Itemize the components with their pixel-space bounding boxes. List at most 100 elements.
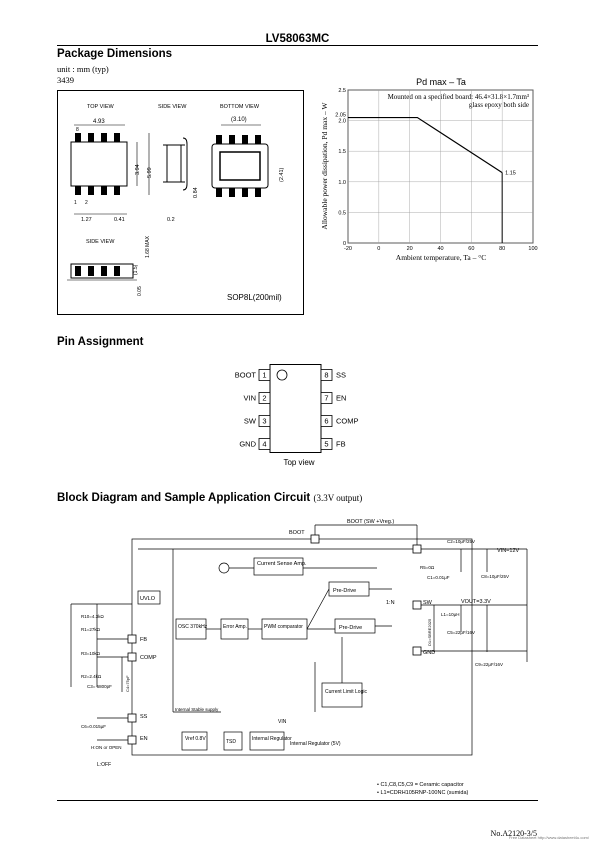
bd-c8: C8=10μF/25V [481, 574, 509, 579]
x-tick-label: -20 [344, 246, 352, 252]
x-tick-label: 100 [528, 246, 537, 252]
bd-predrive2: Pre-Drive [339, 625, 362, 631]
bd-hion: H:ON or OPEN [91, 745, 122, 750]
dim-0-84: 0.84 [193, 187, 199, 198]
bd-gnd: GND [423, 650, 435, 656]
bd-ss: SS [140, 714, 148, 720]
pin8-mark: 8 [76, 127, 79, 133]
bd-r2: R2=2.4kΩ [81, 674, 102, 679]
bd-r3: R3=10kΩ [81, 651, 101, 656]
dim-0-2: 0.2 [167, 217, 175, 223]
package-name: SOP8L(200mil) [227, 293, 282, 302]
y-tick-label: 1.5 [338, 149, 346, 155]
pin-fb-pad [127, 634, 137, 644]
bd-stable: Internal Stable supply [175, 707, 219, 712]
bd-intreg: Internal Regulator [252, 736, 292, 742]
bd-fb: FB [140, 637, 147, 643]
pin-boot-pad [310, 534, 320, 544]
top-view-label: TOP VIEW [87, 104, 115, 110]
bd-loff: L:OFF [97, 762, 111, 768]
bd-pwm: PWM comparator [264, 624, 303, 630]
bd-climit: Current Limit Logic [325, 689, 367, 695]
pin-name: FB [336, 440, 346, 449]
pin-box-right [320, 392, 333, 404]
y-tick-label: 2.5 [338, 88, 346, 94]
pin-name: EN [336, 394, 346, 403]
x-tick-label: 20 [407, 246, 413, 252]
chart-title: Pd max – Ta [416, 77, 466, 87]
pin-box-left [258, 415, 271, 427]
pin-name: GND [239, 440, 256, 449]
bd-osc: OSC 370kHz [178, 624, 208, 630]
pin-comp-pad [127, 652, 137, 662]
pin-box-left [258, 369, 271, 381]
bd-c5: C5=22μF/16V [447, 630, 475, 635]
pin-number: 1 [262, 371, 266, 380]
pin1-mark: 1 [74, 200, 77, 206]
bd-vin: VIN=12V [497, 548, 519, 554]
dim-5-99: 5.99 [147, 167, 153, 178]
series-line [348, 116, 503, 174]
current-sense-box [253, 557, 304, 576]
bd-r1: R1=27kΩ [81, 627, 101, 632]
pin-number: 2 [262, 394, 266, 403]
y-tick-label: 0.5 [338, 210, 346, 216]
top-view-body [70, 133, 128, 195]
pin-caption: Top view [283, 458, 314, 467]
pin-name: COMP [336, 417, 359, 426]
bd-c6: C6=0.015μF [81, 724, 106, 729]
document-title: LV58063MC [265, 33, 330, 45]
pin1-marker [276, 369, 288, 381]
y-tick-label: 2.0 [338, 119, 346, 125]
pin-heading: Pin Assignment [57, 336, 144, 348]
package-drawing: TOP VIEW 4.93 8 1 2 3.94 5.99 1.27 0.41 … [57, 90, 304, 315]
bd-current-sense: Current Sense Amp. [257, 561, 307, 567]
pin-ss-pad [127, 713, 137, 723]
pin2-mark: 2 [85, 200, 88, 206]
bd-c3: C3= 6800pF [87, 684, 112, 689]
pin-box-right [320, 415, 333, 427]
pin-number: 7 [324, 394, 328, 403]
bd-c9: C9=22μF/16V [475, 662, 503, 667]
chart-annotation-1: Mounted on a specified board: 46.4×31.8×… [388, 93, 529, 101]
footer-rule [57, 800, 538, 801]
pin-box-left [258, 438, 271, 450]
climit-box [321, 682, 363, 708]
uvlo-box [137, 590, 161, 605]
pin-number: 5 [324, 440, 328, 449]
header-rule [57, 45, 538, 46]
side-view-2-label: SIDE VIEW [86, 239, 115, 245]
bd-c4: C4=75pF [125, 675, 130, 692]
chart-annotation-2: glass epoxy both side [469, 101, 529, 109]
ic-outline [131, 538, 473, 756]
bd-r5: R5=0Ω [420, 565, 435, 570]
dim-4-93: 4.93 [93, 119, 105, 125]
package-unit: unit : mm (typ) [57, 64, 109, 74]
package-heading: Package Dimensions [57, 48, 173, 60]
y-tick-label: 0 [343, 241, 346, 247]
pin-name: BOOT [235, 371, 257, 380]
dim-1-68-max: 1.68 MAX [145, 235, 151, 258]
package-code: 3439 [57, 75, 74, 85]
intreg-box [249, 731, 285, 751]
pin-number: 3 [262, 417, 266, 426]
dim-0-05: 0.05 [137, 286, 143, 296]
bd-ratio: 1:N [386, 600, 395, 606]
note-1: • C1,C8,C5,C9 = Ceramic capacitor [377, 782, 464, 788]
note-2: • L1=CDRH105RNP-100NC (sumida) [377, 790, 469, 796]
bd-en: EN [140, 736, 148, 742]
bd-predrive1: Pre-Drive [333, 588, 356, 594]
block-diagram: BOOT (SW +Vreg.) BOOT C2=10μF/25V VIN=12… [70, 519, 528, 796]
block-heading-sub: (3.3V output) [313, 493, 363, 503]
side-view-2-body [67, 263, 137, 281]
pin-name: SS [336, 371, 346, 380]
pin-name: SW [244, 417, 257, 426]
y-tick-label: 1.0 [338, 180, 346, 186]
dim-2-41: (2.41) [279, 167, 285, 182]
bd-sw: SW [423, 600, 433, 606]
point-label: 1.15 [505, 171, 516, 177]
ic-body [269, 364, 322, 453]
pin-box-left [258, 392, 271, 404]
bd-intreg5: Internal Regulator (5V) [290, 741, 341, 747]
